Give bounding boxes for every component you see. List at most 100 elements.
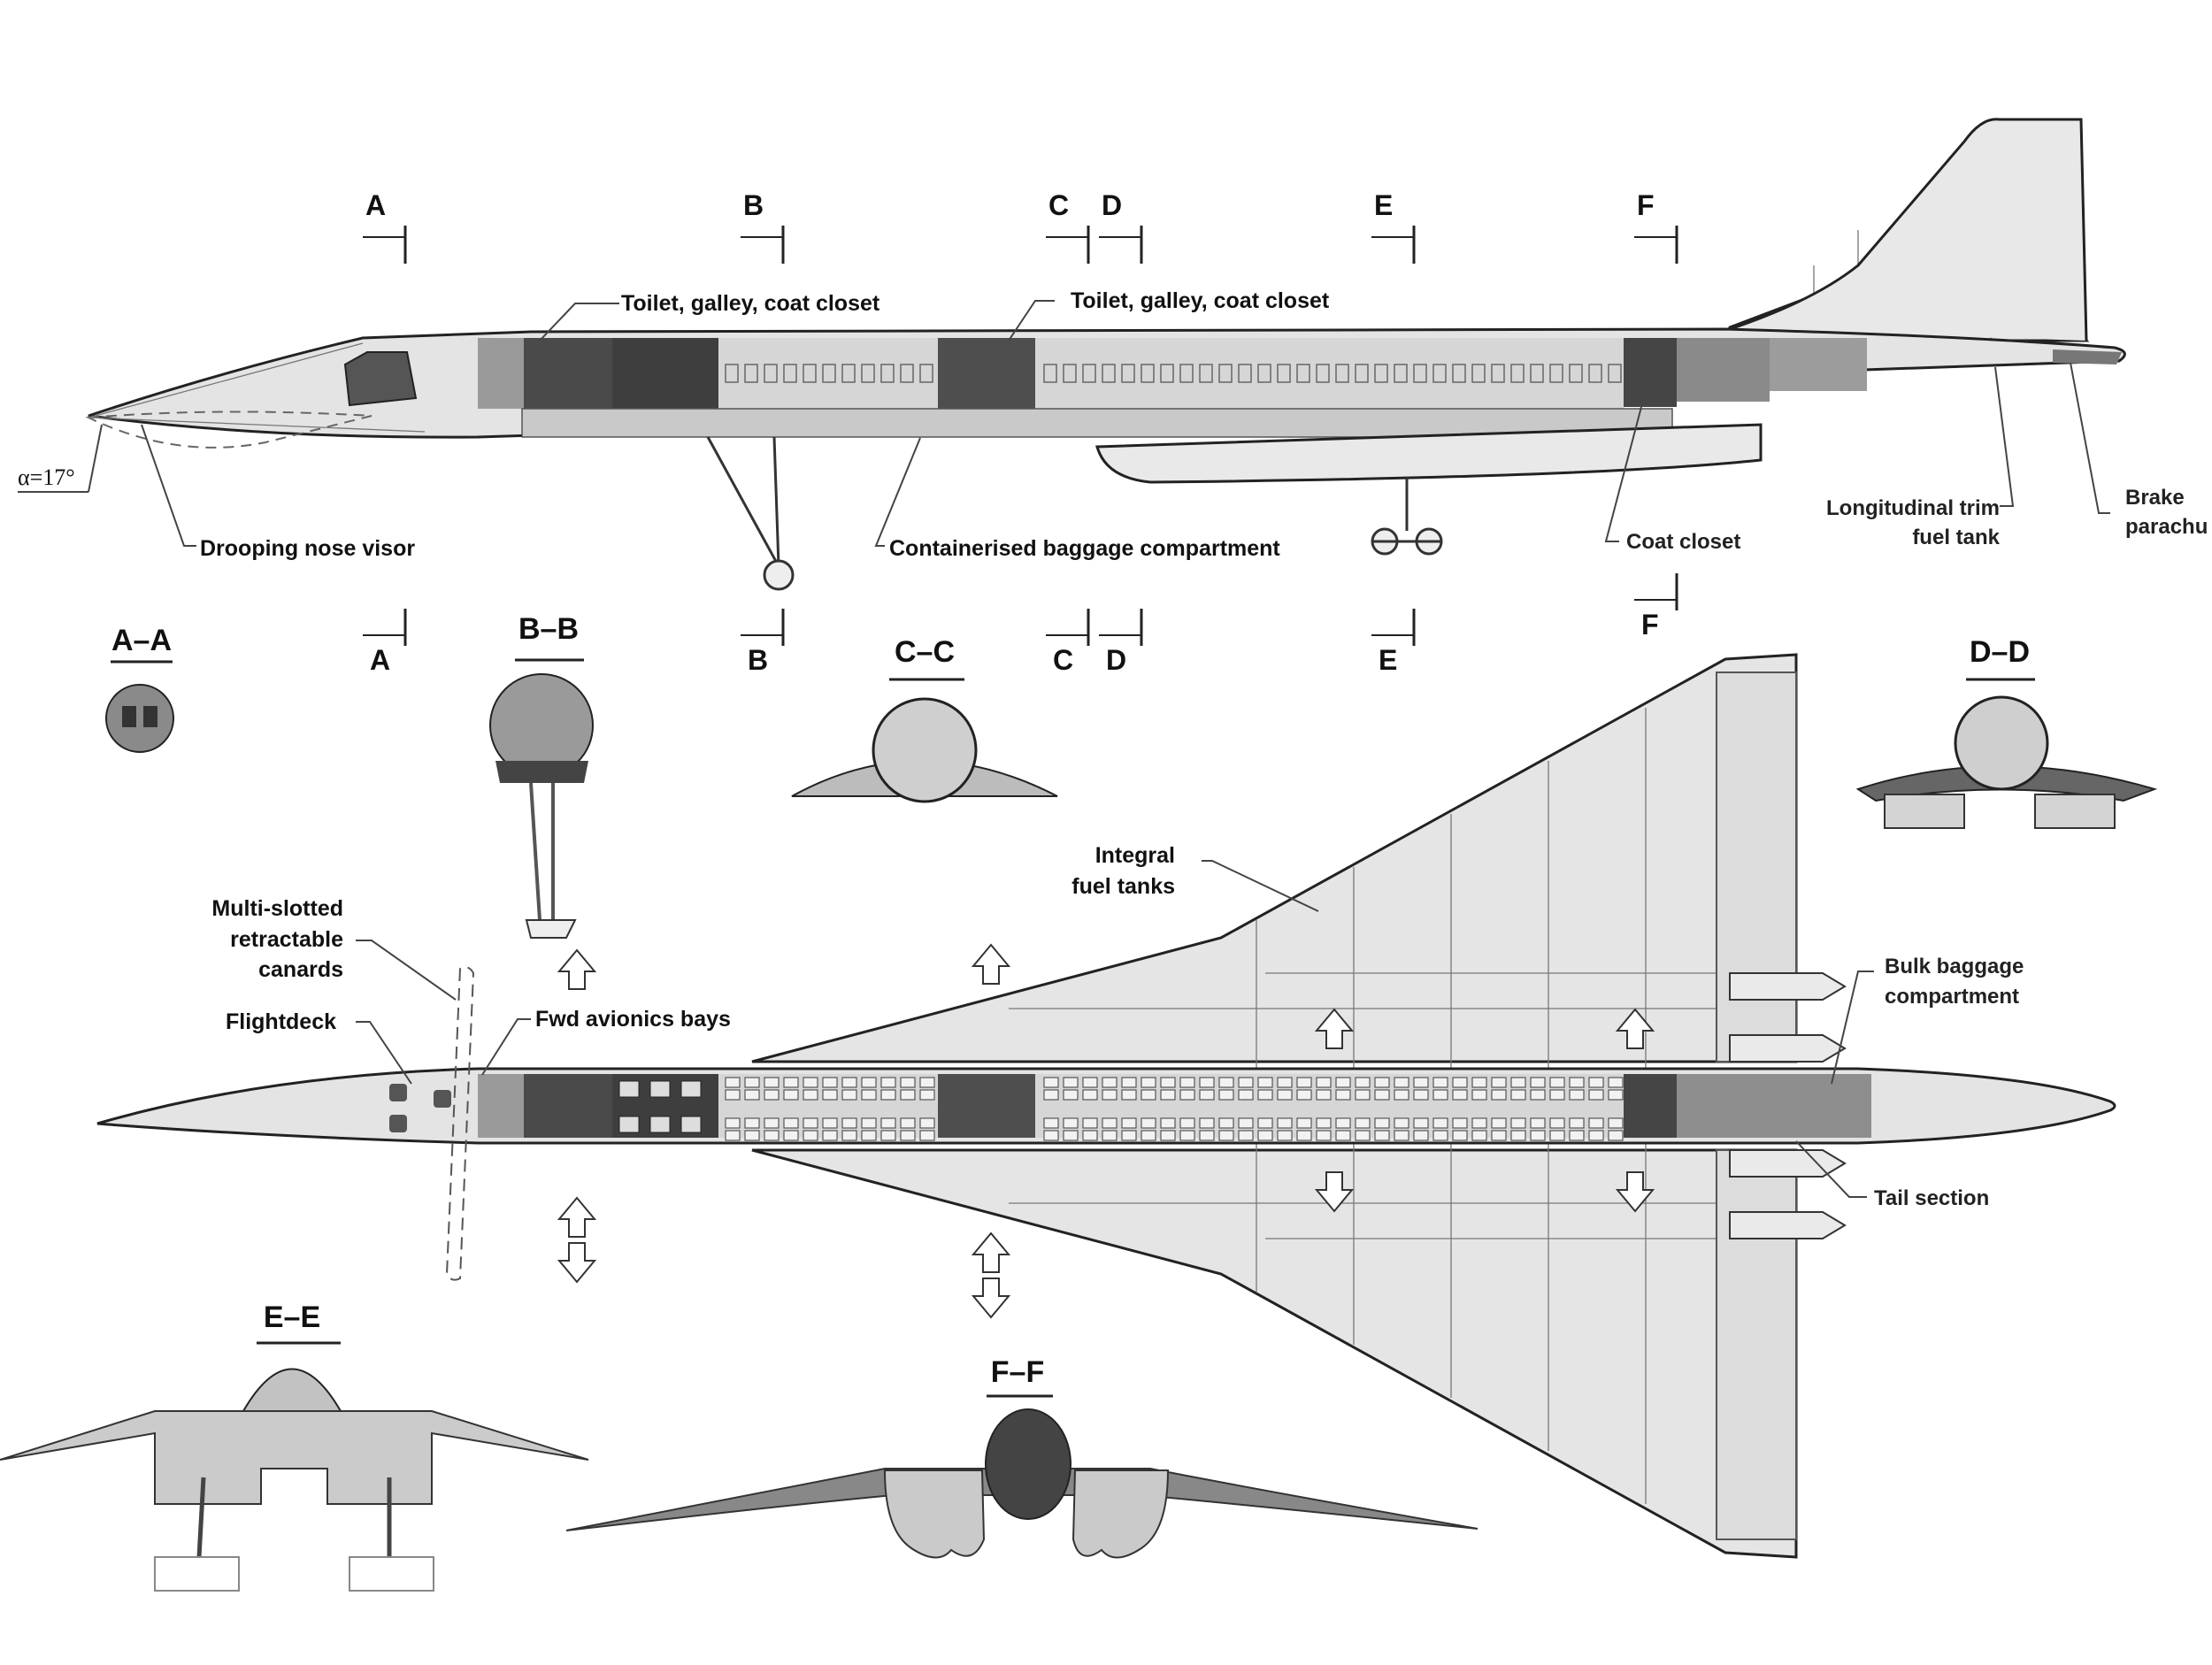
side-seat bbox=[1530, 364, 1544, 383]
plan-seat bbox=[744, 1089, 760, 1101]
plan-seat bbox=[1471, 1130, 1487, 1141]
plan-seat bbox=[1179, 1117, 1195, 1129]
section-view-ee: E–E bbox=[0, 1301, 589, 1592]
side-seat bbox=[900, 364, 914, 383]
label-canards-line1: Multi-slotted bbox=[211, 896, 343, 921]
plan-seat bbox=[1569, 1117, 1585, 1129]
section-title-cc: C–C bbox=[895, 635, 955, 669]
cut-label-bottom-e: E bbox=[1379, 644, 1397, 676]
plan-seat bbox=[919, 1077, 935, 1088]
plan-seat bbox=[1491, 1077, 1507, 1088]
plan-seat bbox=[1588, 1130, 1604, 1141]
side-seat bbox=[1179, 364, 1194, 383]
plan-seat bbox=[783, 1117, 799, 1129]
plan-seat bbox=[1413, 1130, 1429, 1141]
side-seat bbox=[861, 364, 875, 383]
plan-bulk-baggage bbox=[1677, 1074, 1871, 1138]
plan-seat bbox=[1471, 1089, 1487, 1101]
coat-closet-zone bbox=[1624, 338, 1677, 407]
plan-seat bbox=[1141, 1130, 1156, 1141]
engine-nacelle bbox=[1095, 423, 1763, 484]
section-title-ee: E–E bbox=[264, 1301, 320, 1334]
side-seat bbox=[822, 364, 836, 383]
plan-seat bbox=[1355, 1117, 1371, 1129]
plan-seat bbox=[1102, 1117, 1118, 1129]
plan-seat bbox=[803, 1130, 818, 1141]
arrow-down-icon bbox=[557, 1242, 597, 1284]
plan-seat bbox=[1549, 1117, 1565, 1129]
plan-seat bbox=[1374, 1130, 1390, 1141]
label-coat-closet: Coat closet bbox=[1626, 530, 1740, 554]
fin-leading-edge bbox=[1729, 118, 2088, 341]
galley-window bbox=[649, 1080, 671, 1098]
plan-seat bbox=[725, 1089, 741, 1101]
plan-seat bbox=[1491, 1117, 1507, 1129]
plan-seat bbox=[744, 1117, 760, 1129]
plan-coat-closet bbox=[1624, 1074, 1677, 1138]
nose-gear bbox=[706, 436, 795, 591]
side-view: α=17° Toilet, galley, coat closet Toilet… bbox=[18, 118, 2208, 591]
galley-window bbox=[618, 1116, 640, 1133]
plan-seat bbox=[1121, 1117, 1137, 1129]
plan-seat bbox=[880, 1117, 896, 1129]
plan-seat bbox=[1063, 1117, 1079, 1129]
plan-seat bbox=[1588, 1089, 1604, 1101]
plan-seat bbox=[1043, 1077, 1059, 1088]
plan-seat bbox=[1160, 1089, 1176, 1101]
plan-seat bbox=[1218, 1117, 1234, 1129]
plan-engines bbox=[1729, 972, 1847, 1239]
side-seat bbox=[1316, 364, 1330, 383]
plan-seat bbox=[1608, 1077, 1624, 1088]
plan-seat bbox=[1413, 1117, 1429, 1129]
plan-seat bbox=[1199, 1077, 1215, 1088]
cut-label-top-f: F bbox=[1637, 189, 1655, 221]
plan-seat bbox=[1471, 1077, 1487, 1088]
section-view-dd: D–D bbox=[1855, 635, 2158, 829]
galley-window bbox=[680, 1116, 702, 1133]
plan-seat bbox=[841, 1130, 857, 1141]
nose-visor-drooped bbox=[85, 410, 373, 449]
plan-seat bbox=[1608, 1117, 1624, 1129]
plan-seat bbox=[1549, 1077, 1565, 1088]
plan-seat bbox=[1355, 1077, 1371, 1088]
side-seat bbox=[1335, 364, 1349, 383]
plan-galley-2 bbox=[938, 1074, 1035, 1138]
plan-seat bbox=[1296, 1117, 1312, 1129]
plan-seat bbox=[1082, 1130, 1098, 1141]
label-canards-line3: canards bbox=[258, 957, 343, 982]
plan-seat bbox=[1102, 1089, 1118, 1101]
plan-seat bbox=[1141, 1117, 1156, 1129]
section-view-aa: A–A bbox=[105, 624, 174, 753]
fwd-avionics-zone bbox=[478, 338, 524, 409]
plan-seat bbox=[764, 1077, 780, 1088]
plan-avionics-light bbox=[478, 1074, 524, 1138]
plan-seat bbox=[919, 1130, 935, 1141]
side-seat-rows bbox=[725, 364, 1622, 383]
plan-seat bbox=[1530, 1089, 1546, 1101]
plan-seat bbox=[783, 1089, 799, 1101]
plan-seat bbox=[1296, 1077, 1312, 1088]
plan-seat bbox=[1277, 1077, 1293, 1088]
plan-seat bbox=[1179, 1130, 1195, 1141]
plan-seat bbox=[1063, 1130, 1079, 1141]
cut-label-top-a: A bbox=[365, 189, 386, 221]
canard-outline bbox=[445, 966, 475, 1281]
label-integral-line2: fuel tanks bbox=[1071, 874, 1175, 899]
plan-seat bbox=[1374, 1117, 1390, 1129]
plan-seat bbox=[919, 1117, 935, 1129]
plan-seat bbox=[1043, 1117, 1059, 1129]
arrow-up-icon bbox=[971, 943, 1011, 985]
plan-galley-1 bbox=[524, 1074, 612, 1138]
plan-seat bbox=[1432, 1130, 1448, 1141]
plan-seat bbox=[822, 1117, 838, 1129]
side-seat bbox=[1160, 364, 1174, 383]
side-seat bbox=[1588, 364, 1602, 383]
plan-seat bbox=[1432, 1089, 1448, 1101]
arrow-down-icon bbox=[1615, 1171, 1655, 1213]
label-fwd-avionics-bays: Fwd avionics bays bbox=[535, 1007, 731, 1032]
plan-seat bbox=[725, 1117, 741, 1129]
plan-seat bbox=[1335, 1130, 1351, 1141]
section-view-bb: B–B bbox=[489, 612, 594, 939]
side-seat bbox=[1257, 364, 1271, 383]
